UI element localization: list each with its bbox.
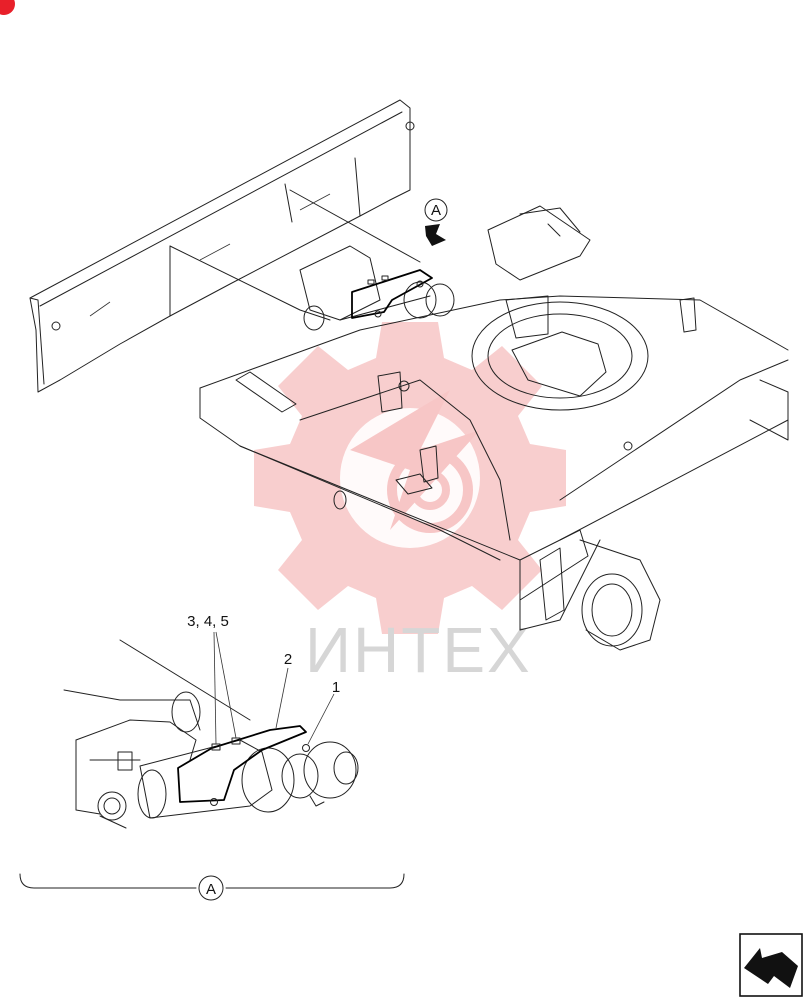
view-arrow-icon [425,224,446,246]
red-dot-icon [0,0,15,15]
detail-view-drawing [63,639,359,829]
detail-bracket: A [19,873,405,901]
watermark: ИНТЕХ [254,322,566,686]
callout-1: 1 [332,679,340,696]
watermark-gear-icon [254,322,566,634]
detail-a-label: A [206,881,216,898]
callout-3-4-5: 3, 4, 5 [187,613,229,630]
callout-leaders [213,631,335,745]
view-a-circle [424,198,448,222]
return-arrow-icon[interactable] [739,933,803,997]
view-a-marker: A [424,198,448,246]
view-a-label: A [431,202,441,219]
callout-2: 2 [284,651,292,668]
main-frame-drawing [29,99,789,651]
watermark-text: ИНТЕХ [305,614,532,686]
